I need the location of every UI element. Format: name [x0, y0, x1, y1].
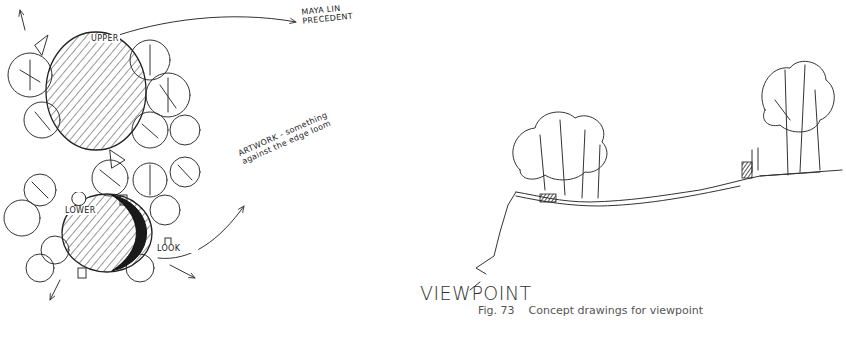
view-note: LOOK	[156, 244, 198, 253]
precedent-note: MAYA LIN PRECEDENT	[300, 2, 364, 27]
zone-label: UPPER	[90, 34, 120, 43]
figure-caption: Fig. 73 Concept drawings for viewpoint	[478, 304, 703, 317]
figure-title: VIEWPOINT	[420, 282, 532, 304]
artwork-note: ARTWORK - something against the edge loo…	[236, 109, 337, 167]
zone-outline	[60, 192, 154, 274]
sketch-zone: UPPER	[44, 30, 148, 152]
sketch-zone: LOWER	[60, 192, 154, 274]
zone-outline	[44, 30, 148, 152]
zone-label: LOWER	[64, 206, 97, 215]
